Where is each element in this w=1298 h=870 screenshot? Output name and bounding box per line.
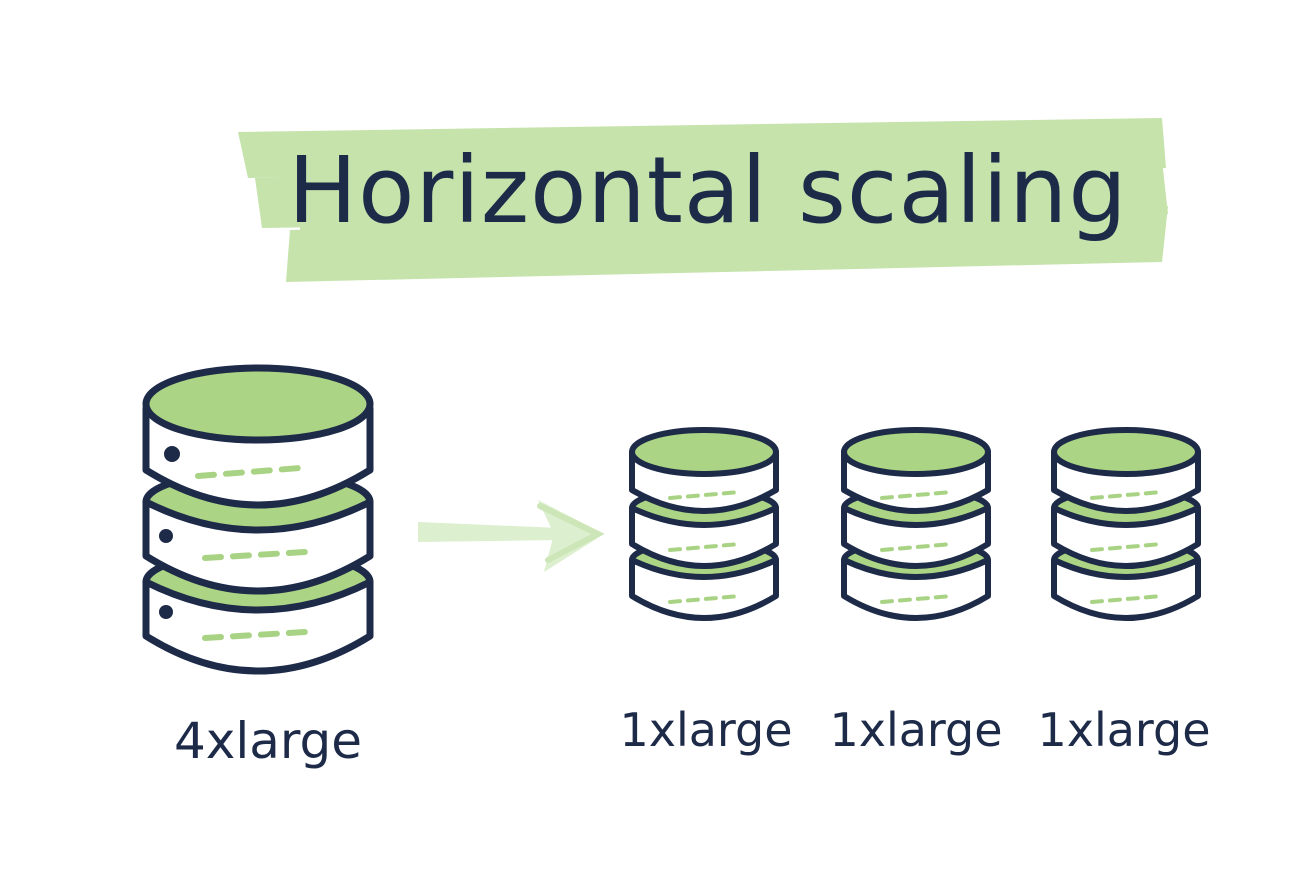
disk-1 — [142, 364, 374, 509]
source-database-icon — [142, 364, 374, 675]
diagram-title: Horizontal scaling — [288, 137, 1128, 244]
target-label-1: 1xlarge — [619, 703, 792, 757]
target-database-icon-3 — [1051, 427, 1201, 621]
disk-1 — [629, 427, 779, 514]
target-database-icon-2 — [841, 427, 991, 621]
target-database-icon-1 — [629, 427, 779, 621]
disk-1 — [841, 427, 991, 514]
target-label-2: 1xlarge — [829, 703, 1002, 757]
arrow-right-icon — [418, 500, 605, 572]
source-label: 4xlarge — [174, 712, 362, 770]
title-highlight — [238, 118, 1168, 282]
disk-1 — [1051, 427, 1201, 514]
target-label-3: 1xlarge — [1037, 703, 1210, 757]
